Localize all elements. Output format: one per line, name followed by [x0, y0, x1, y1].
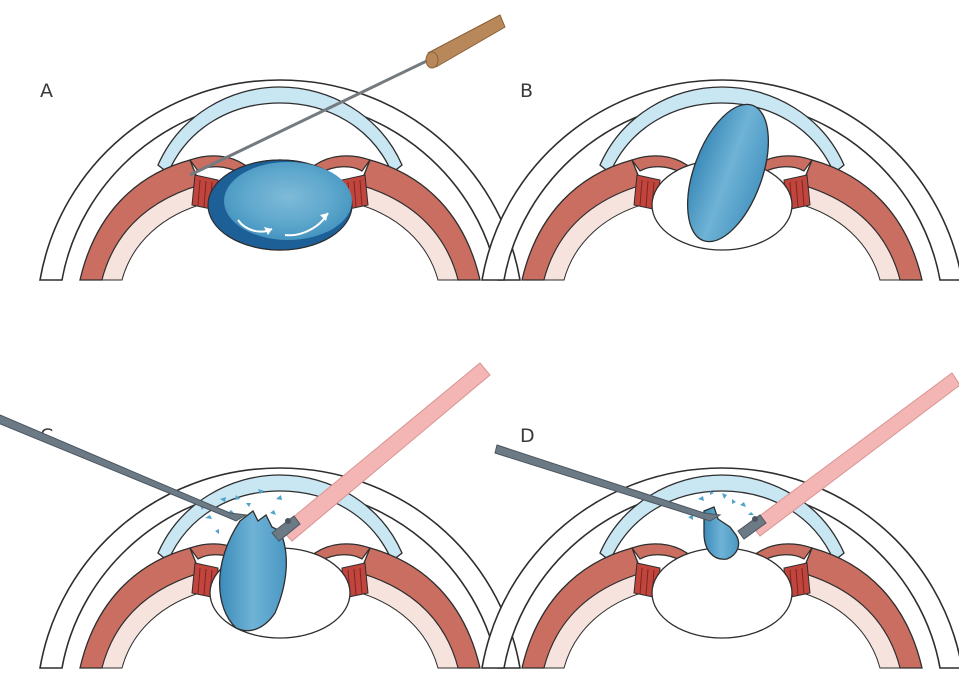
cannula-handle: [428, 15, 505, 67]
cannula-hub: [426, 52, 438, 68]
lens-nucleus: [224, 162, 352, 240]
panel-c: C: [0, 363, 520, 668]
panel-d: D: [482, 373, 959, 668]
panel-b: B: [482, 80, 959, 280]
panel-b-label: B: [520, 80, 533, 102]
panel-a: A: [40, 15, 520, 280]
phaco-port-icon: [752, 516, 758, 522]
nucleus-chopper: [0, 415, 246, 521]
eye-cross-section-d: [482, 468, 959, 668]
panel-d-label: D: [520, 425, 535, 447]
phaco-port-icon: [285, 518, 291, 524]
panel-a-label: A: [40, 80, 53, 102]
